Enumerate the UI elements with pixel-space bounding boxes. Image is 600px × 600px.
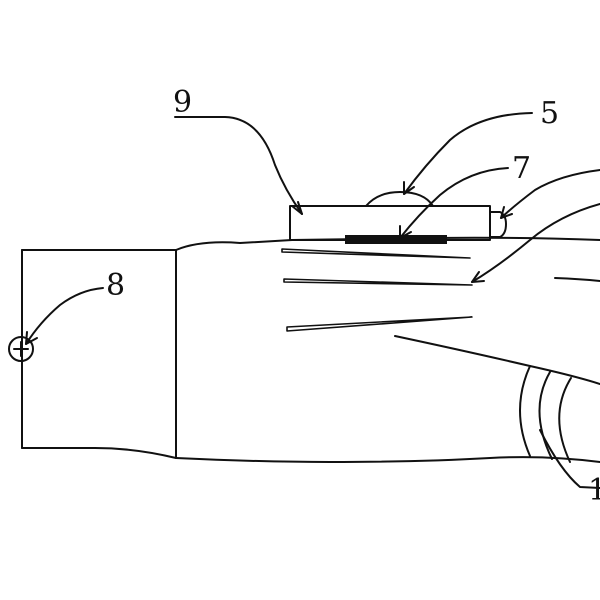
leader-3-partial [471,203,600,283]
label-8: 8 [106,268,125,303]
leader-9 [174,116,303,215]
wrist-cuff [21,249,177,459]
wrist-band [519,365,572,463]
label-7: 7 [512,151,531,186]
label-1-partial: 1 [588,473,600,508]
leader-5 [403,112,533,195]
screw-fastener [8,336,34,362]
leader-6-partial [500,169,600,219]
label-5: 5 [540,96,559,131]
leader-lines [25,112,600,489]
leader-7 [399,167,509,239]
module-housing [289,191,507,244]
label-9: 9 [173,85,192,120]
leader-8 [25,287,104,345]
battery-plate [345,235,447,244]
leader-1 [539,429,600,489]
glove-outline [175,236,600,463]
reference-labels: 9 5 7 8 1 [106,85,600,508]
sensor-strips [281,248,473,332]
